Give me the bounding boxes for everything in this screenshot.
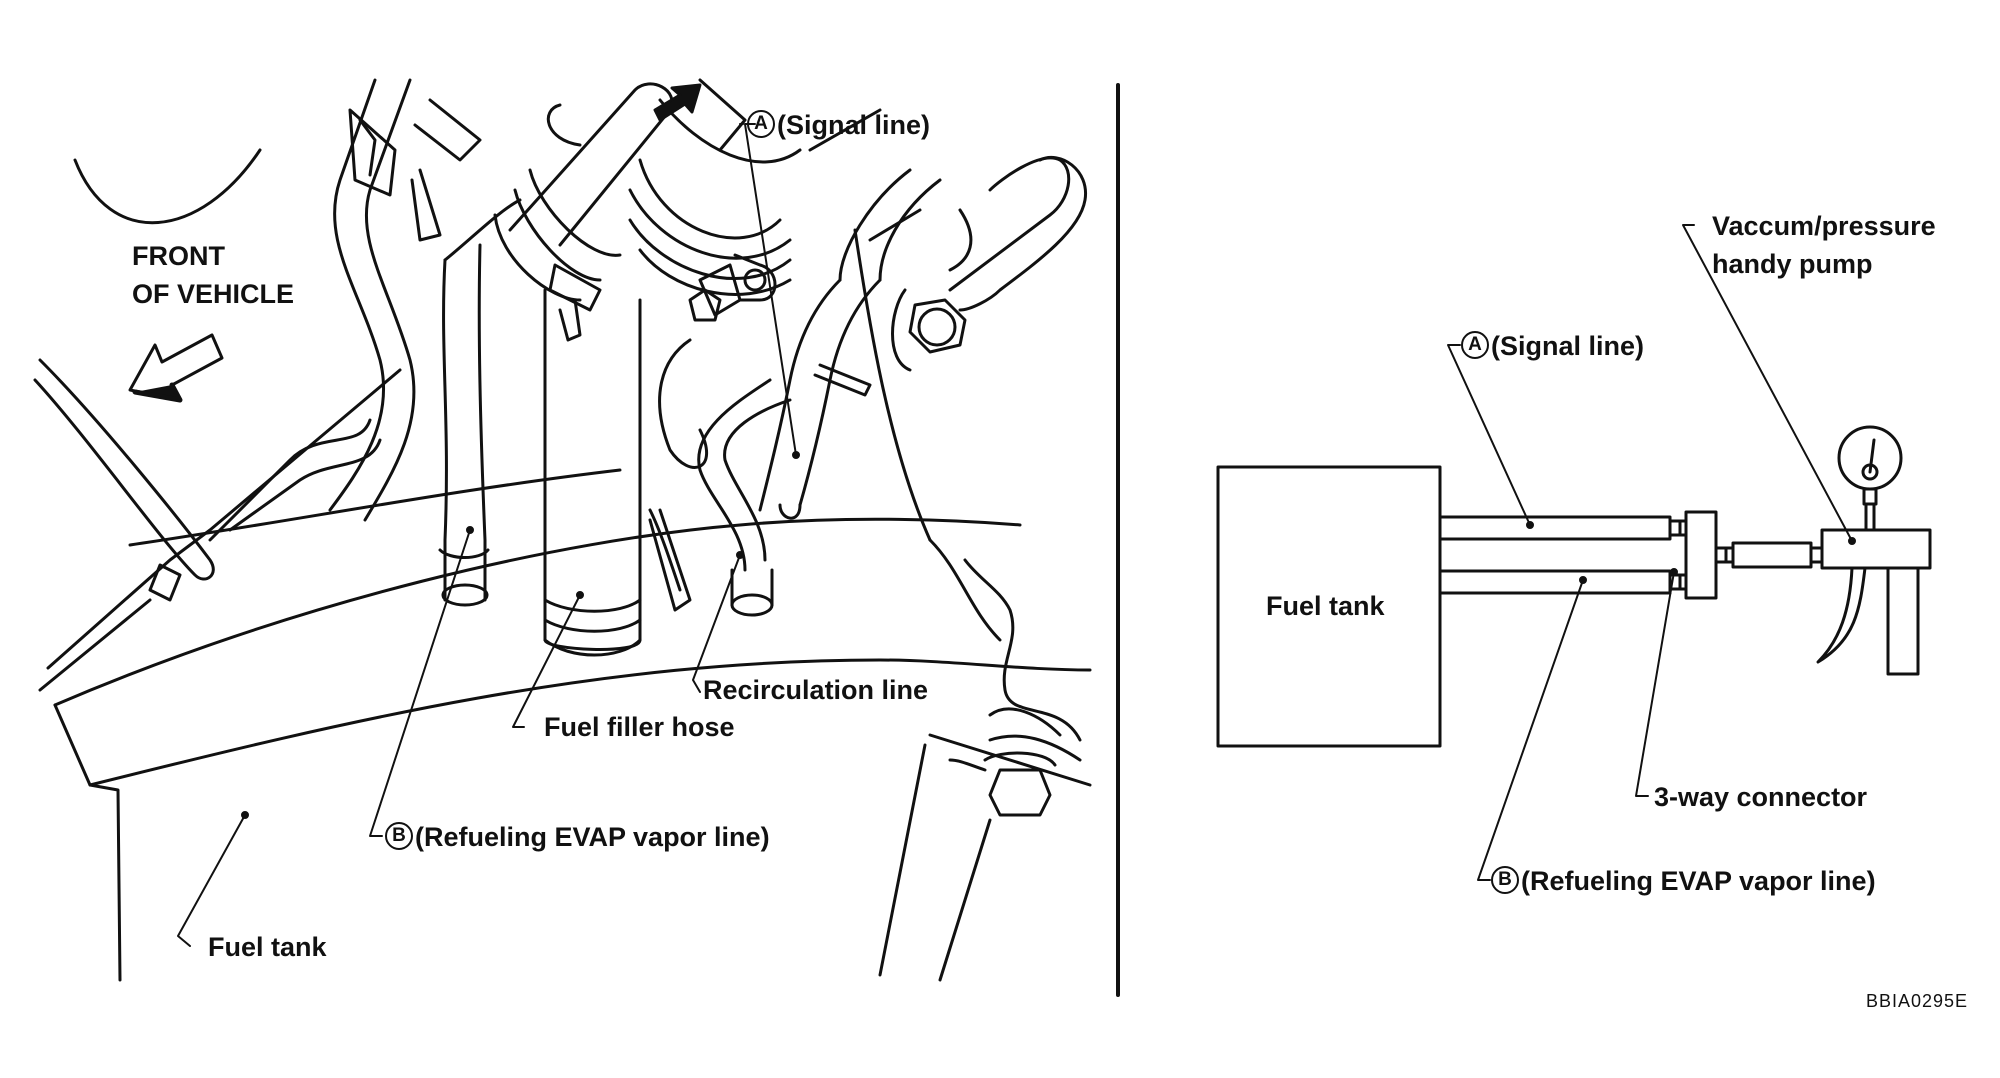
recirculation-line-label: Recirculation line: [703, 675, 929, 705]
left-leader-lines: [177, 123, 800, 947]
large-bolt: [908, 298, 967, 354]
evap-line-label-right: (Refueling EVAP vapor line): [1521, 866, 1876, 896]
fuel-tank-label-right: Fuel tank: [1266, 591, 1385, 621]
fuel-tank-label-left: Fuel tank: [208, 932, 327, 962]
signal-line-marker-right: A: [1461, 331, 1489, 359]
frame-rail: [46, 368, 402, 670]
fuel-tank-box: [1216, 465, 1442, 748]
evap-line-marker-right: B: [1491, 866, 1519, 894]
signal-line-marker-left: A: [747, 110, 775, 138]
front-of-vehicle-label-line1: FRONT: [132, 241, 225, 271]
pump-hose: [1731, 541, 1813, 569]
right-leader-lines: [1447, 224, 1856, 881]
pump-label-line2: handy pump: [1712, 249, 1873, 279]
evap-vapor-line-hose: [442, 258, 448, 602]
signal-line-hose: [758, 278, 842, 512]
fuel-filler-hose-label: Fuel filler hose: [544, 712, 735, 742]
evap-line-marker-left: B: [385, 822, 413, 850]
evap-vapor-line-pipe: [1438, 569, 1672, 595]
body-outline-curve: [73, 148, 262, 224]
recirculation-line-hose: [697, 378, 772, 572]
fuel-filler-hose: [543, 288, 642, 651]
pump-body: [1820, 528, 1932, 570]
signal-line-label-right: (Signal line): [1491, 331, 1645, 361]
figure-code: BBIA0295E: [1866, 991, 1969, 1011]
evap-line-label-left: (Refueling EVAP vapor line): [415, 822, 770, 852]
up-arrow: [653, 83, 702, 122]
signal-line-label-left: (Signal line): [777, 110, 931, 140]
pump-label-line1: Vaccum/pressure: [1712, 211, 1936, 241]
right-view-schematic: [1216, 224, 1932, 881]
three-way-connector-label: 3-way connector: [1654, 782, 1868, 812]
left-view-illustration: [33, 78, 1120, 997]
signal-line-pipe: [1438, 515, 1672, 541]
lower-bracket: [988, 707, 1062, 737]
pump-handle: [1886, 566, 1920, 676]
three-way-connector: [1684, 510, 1718, 600]
upper-hose: [328, 78, 386, 512]
front-of-vehicle-label-line2: OF VEHICLE: [132, 279, 295, 309]
